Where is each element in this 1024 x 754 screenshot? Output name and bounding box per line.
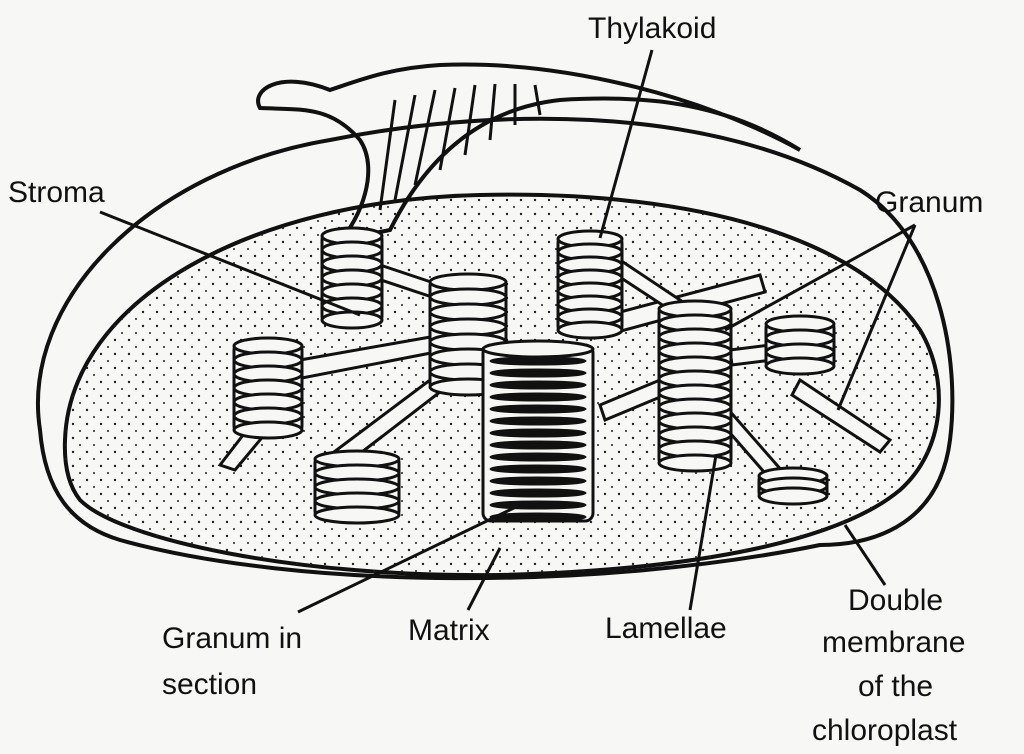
granum-stack (428, 272, 508, 397)
matrix-leader (466, 547, 502, 611)
thylakoid-leader (598, 49, 654, 239)
outer-membrane (36, 116, 955, 581)
double-membrane-leader (843, 524, 887, 586)
thylakoid-disc (489, 440, 587, 450)
thylakoid-disc (489, 356, 587, 366)
thylakoid-disc (764, 356, 836, 376)
granum-stack (320, 226, 384, 330)
thylakoid-disc (489, 512, 587, 522)
label-matrix: Matrix (408, 614, 490, 647)
thylakoid-disc (489, 368, 587, 378)
label-granum-in-section-2: section (162, 668, 257, 701)
thylakoid-disc (657, 453, 733, 473)
thylakoid-disc (481, 339, 595, 359)
thylakoid-disc (489, 404, 587, 414)
thylakoid-disc (489, 452, 587, 462)
label-thylakoid: Thylakoid (588, 12, 716, 45)
grana (232, 226, 836, 525)
membrane-flap (256, 62, 802, 244)
stroma-leader (99, 210, 361, 317)
thylakoid-disc (757, 486, 829, 506)
label-double-membrane-4: chloroplast (812, 714, 958, 747)
granum-stack (764, 314, 836, 376)
thylakoid-disc (232, 420, 304, 440)
thylakoid-disc (320, 310, 384, 330)
thylakoid-disc (489, 416, 587, 426)
granum-stack (657, 299, 733, 473)
thylakoid-disc (489, 476, 587, 486)
granum-leader-2 (836, 224, 917, 411)
granum-stack (481, 339, 595, 523)
thylakoid-disc (313, 505, 401, 525)
label-lamellae: Lamellae (605, 612, 727, 645)
thylakoid-disc (489, 380, 587, 390)
granum-leader-1 (724, 223, 916, 332)
label-double-membrane-1: Double (848, 584, 943, 617)
thylakoid-disc (489, 428, 587, 438)
granum-stack (757, 466, 829, 506)
label-double-membrane-2: membrane (822, 626, 965, 659)
granum-stack (232, 336, 304, 440)
thylakoid-disc (489, 464, 587, 474)
label-stroma: Stroma (8, 176, 105, 209)
label-granum-in-section-1: Granum in (162, 622, 302, 655)
lamellae-leader (688, 454, 718, 611)
granum-stack (556, 229, 624, 340)
label-double-membrane-3: of the (858, 670, 933, 703)
flap-ridges (378, 83, 542, 211)
thylakoid-disc (489, 500, 587, 510)
granum-stack (313, 449, 401, 525)
label-granum: Granum (875, 186, 983, 219)
thylakoid-disc (489, 392, 587, 402)
thylakoid-disc (489, 488, 587, 498)
granum-in-section-leader (297, 503, 521, 614)
thylakoid-disc (556, 320, 624, 340)
